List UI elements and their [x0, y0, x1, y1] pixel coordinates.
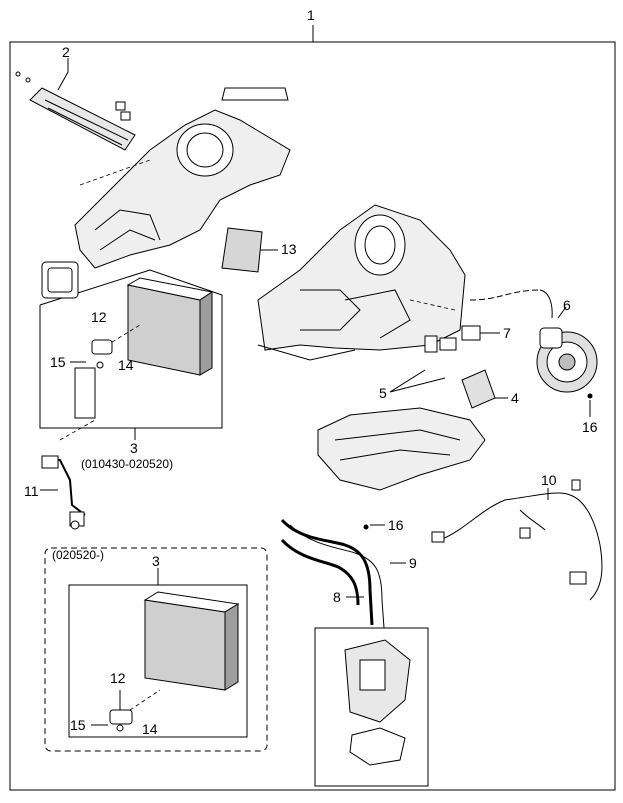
callout-11: 11	[24, 483, 39, 499]
callout-14-top: 14	[118, 357, 134, 373]
callout-12-top: 12	[91, 309, 107, 325]
hose-part-9	[280, 518, 374, 626]
oring-part-14-bottom	[116, 724, 124, 732]
callout-13: 13	[281, 241, 297, 257]
clip-small	[115, 101, 126, 111]
actuator-part-7	[461, 325, 481, 341]
sensor-part-12-bottom	[109, 709, 133, 725]
callout-8: 8	[333, 589, 341, 605]
callout-7: 7	[503, 325, 511, 341]
variant-label: (020520-)	[52, 548, 105, 562]
callout-6: 6	[563, 297, 571, 313]
oring-part-14-top	[96, 361, 104, 369]
lever-part-5a	[439, 337, 457, 351]
leader-2	[57, 58, 69, 91]
upper-housing-left	[74, 109, 291, 269]
assembly-frame	[9, 41, 616, 791]
harness-part-10	[439, 492, 603, 601]
blower-plate	[349, 727, 406, 766]
callout-3-top: 3	[130, 440, 138, 456]
callout-10: 10	[541, 472, 557, 488]
callout-4: 4	[511, 390, 519, 406]
lower-case	[317, 407, 486, 491]
callout-3-date: (010430-020520)	[81, 457, 174, 471]
callout-3-bottom: 3	[152, 553, 160, 569]
hose-part-8	[280, 538, 360, 606]
leader-6	[557, 306, 567, 319]
callout-16-right: 16	[582, 419, 598, 435]
screw-part-16-right	[587, 393, 593, 399]
duct-part-2	[29, 87, 136, 151]
callout-9: 9	[409, 555, 417, 571]
callout-15-top: 15	[50, 354, 66, 370]
callout-16-mid: 16	[388, 517, 404, 533]
callout-12-bottom: 12	[110, 670, 126, 686]
screw-part-16-mid	[363, 524, 369, 530]
gasket-strip	[221, 87, 289, 101]
filter-part-13	[221, 227, 263, 273]
right-housing	[257, 204, 466, 351]
leader-5a	[389, 369, 426, 393]
callout-15-bottom: 15	[70, 717, 86, 733]
evaporator-core-bottom	[144, 599, 226, 691]
blower-case-box	[314, 627, 429, 787]
callout-5: 5	[379, 385, 387, 401]
callout-14-bottom: 14	[142, 721, 158, 737]
pipe-bracket	[74, 367, 96, 419]
sensor-part-12-top	[91, 339, 113, 355]
evaporator-core-top	[127, 284, 201, 376]
callout-1: 1	[307, 7, 315, 23]
clip-icon	[15, 71, 21, 77]
variant-box-frame	[44, 547, 268, 752]
module-part-4	[461, 369, 496, 409]
callout-2: 2	[62, 44, 70, 60]
evaporator-box-frame	[39, 269, 223, 429]
